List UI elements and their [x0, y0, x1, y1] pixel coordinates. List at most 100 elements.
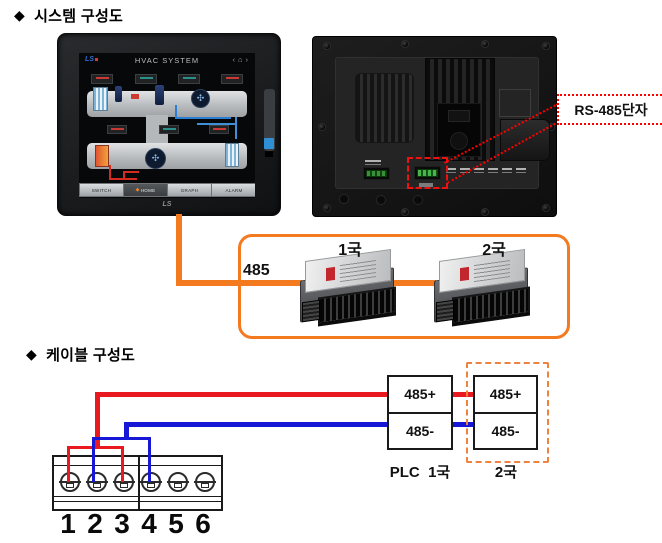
system-section-heading: ◆ 시스템 구성도 — [14, 5, 123, 26]
terminal-number-4: 4 — [141, 508, 157, 539]
diamond-bullet-icon: ◆ — [26, 346, 38, 362]
bezel-ls-logo: LS — [162, 201, 172, 208]
plc-module-1 — [296, 248, 396, 330]
port-label-marks — [474, 168, 484, 175]
plc2-terminal-box: 485+ 485- — [473, 375, 538, 450]
hmi-back-device — [312, 36, 557, 217]
network-group-box — [238, 234, 570, 339]
port-label-marks — [365, 160, 381, 167]
wire-485minus-drop-t4 — [148, 437, 151, 482]
wire-485minus-jumper — [93, 437, 151, 440]
plc2-dashed-outline — [466, 362, 549, 463]
wire-485minus-drop-t2 — [92, 437, 95, 482]
tank — [155, 85, 164, 105]
wire-485plus-drop-t1 — [67, 446, 70, 482]
cooling-coil — [225, 143, 239, 167]
module-red-chip — [460, 266, 469, 282]
module-red-chip — [326, 266, 335, 282]
screen-title: HVAC SYSTEM — [134, 56, 200, 65]
wire-485minus-vertical — [124, 422, 129, 439]
station2-label: 2국 — [482, 242, 506, 259]
rs485-terminal — [414, 166, 441, 180]
485-bus-label: 485 — [243, 262, 270, 279]
plc1-caption: PLC 1국 — [389, 464, 451, 481]
screw-icon — [401, 208, 409, 216]
wire-485minus-link — [453, 422, 474, 427]
485-cable-horizontal — [176, 280, 302, 286]
display-panel — [209, 125, 229, 134]
plc2-caption: 2국 — [494, 464, 518, 481]
blue-pipe — [197, 123, 237, 125]
plc1-terminal-box: 485+ 485- — [387, 375, 453, 450]
prev-icon: ‹ — [232, 55, 238, 64]
option-slot-outline — [499, 89, 531, 117]
plc1-485plus-cell: 485+ — [389, 377, 451, 414]
plc2-485plus-cell: 485+ — [475, 377, 536, 414]
hmi-screen: LS HVAC SYSTEM ‹⌂› ✣ — [79, 53, 255, 198]
screw-icon — [323, 204, 331, 212]
mount-hole — [376, 195, 386, 205]
port-label-marks — [446, 168, 456, 175]
port-label-marks — [516, 168, 526, 175]
power-terminal — [363, 167, 390, 180]
terminal-number-1: 1 — [60, 508, 76, 539]
rs485-highlight-dashed-box — [407, 157, 448, 189]
next-icon: › — [245, 55, 251, 64]
side-notch — [265, 151, 273, 157]
display-panel — [221, 74, 243, 84]
screw-icon — [481, 40, 489, 48]
display-panel — [91, 74, 113, 84]
connector-cover-flap — [500, 119, 550, 161]
screw-icon — [401, 40, 409, 48]
plc1-485minus-cell: 485- — [405, 422, 435, 439]
blue-pipe — [235, 117, 237, 139]
wire-485plus-horizontal — [95, 392, 387, 397]
mount-hole — [339, 194, 349, 204]
port-label-marks — [502, 168, 512, 175]
display-panel — [107, 125, 127, 134]
plc2-485minus-cell: 485- — [491, 422, 520, 439]
duct-middle — [146, 115, 168, 145]
terminal-screw-4 — [140, 472, 162, 492]
red-pipe — [123, 171, 125, 180]
screen-nav-icons: ‹⌂› — [232, 55, 251, 64]
terminal-screw-3 — [113, 472, 135, 492]
screen-button-switch: SWITCH — [79, 183, 124, 197]
duct-top — [87, 91, 247, 117]
485-cable-vertical — [176, 214, 182, 285]
tank — [115, 86, 122, 102]
wire-485plus-jumper — [67, 446, 124, 449]
system-heading-text: 시스템 구성도 — [34, 8, 124, 25]
screen-button-home: ◆HOME — [123, 183, 168, 197]
red-pipe — [123, 171, 139, 173]
screw-icon — [481, 208, 489, 216]
screen-button-alarm: ALARM — [211, 183, 255, 197]
485-cable-link — [392, 280, 436, 286]
fan-icon: ✣ — [145, 148, 166, 169]
fan-icon: ✣ — [191, 89, 210, 108]
screw-icon — [318, 123, 326, 131]
wire-485plus-link — [453, 392, 474, 397]
cable-heading-text: 케이블 구성도 — [46, 347, 136, 364]
heater-unit — [95, 145, 109, 167]
ls-logo: LS — [85, 56, 98, 63]
vent-grille — [355, 73, 414, 143]
mount-hole — [413, 195, 423, 205]
terminal-block-divider — [138, 457, 140, 509]
port-label-marks — [488, 168, 498, 175]
red-unit — [131, 94, 139, 99]
red-pipe — [109, 165, 111, 180]
terminal-number-5: 5 — [168, 508, 184, 539]
display-panel — [178, 74, 200, 84]
terminal-block — [52, 455, 223, 511]
rs485-callout-label: RS-485단자 — [557, 94, 662, 125]
diamond-bullet-icon: ◆ — [14, 7, 26, 23]
terminal-screw-5 — [167, 472, 189, 492]
terminal-screw-1 — [59, 472, 81, 492]
terminal-screw-6 — [194, 472, 216, 492]
screw-icon — [323, 42, 331, 50]
side-connector-cover — [264, 89, 275, 151]
terminal-screw-2 — [86, 472, 108, 492]
hmi-front-device: LS HVAC SYSTEM ‹⌂› ✣ — [57, 33, 281, 216]
